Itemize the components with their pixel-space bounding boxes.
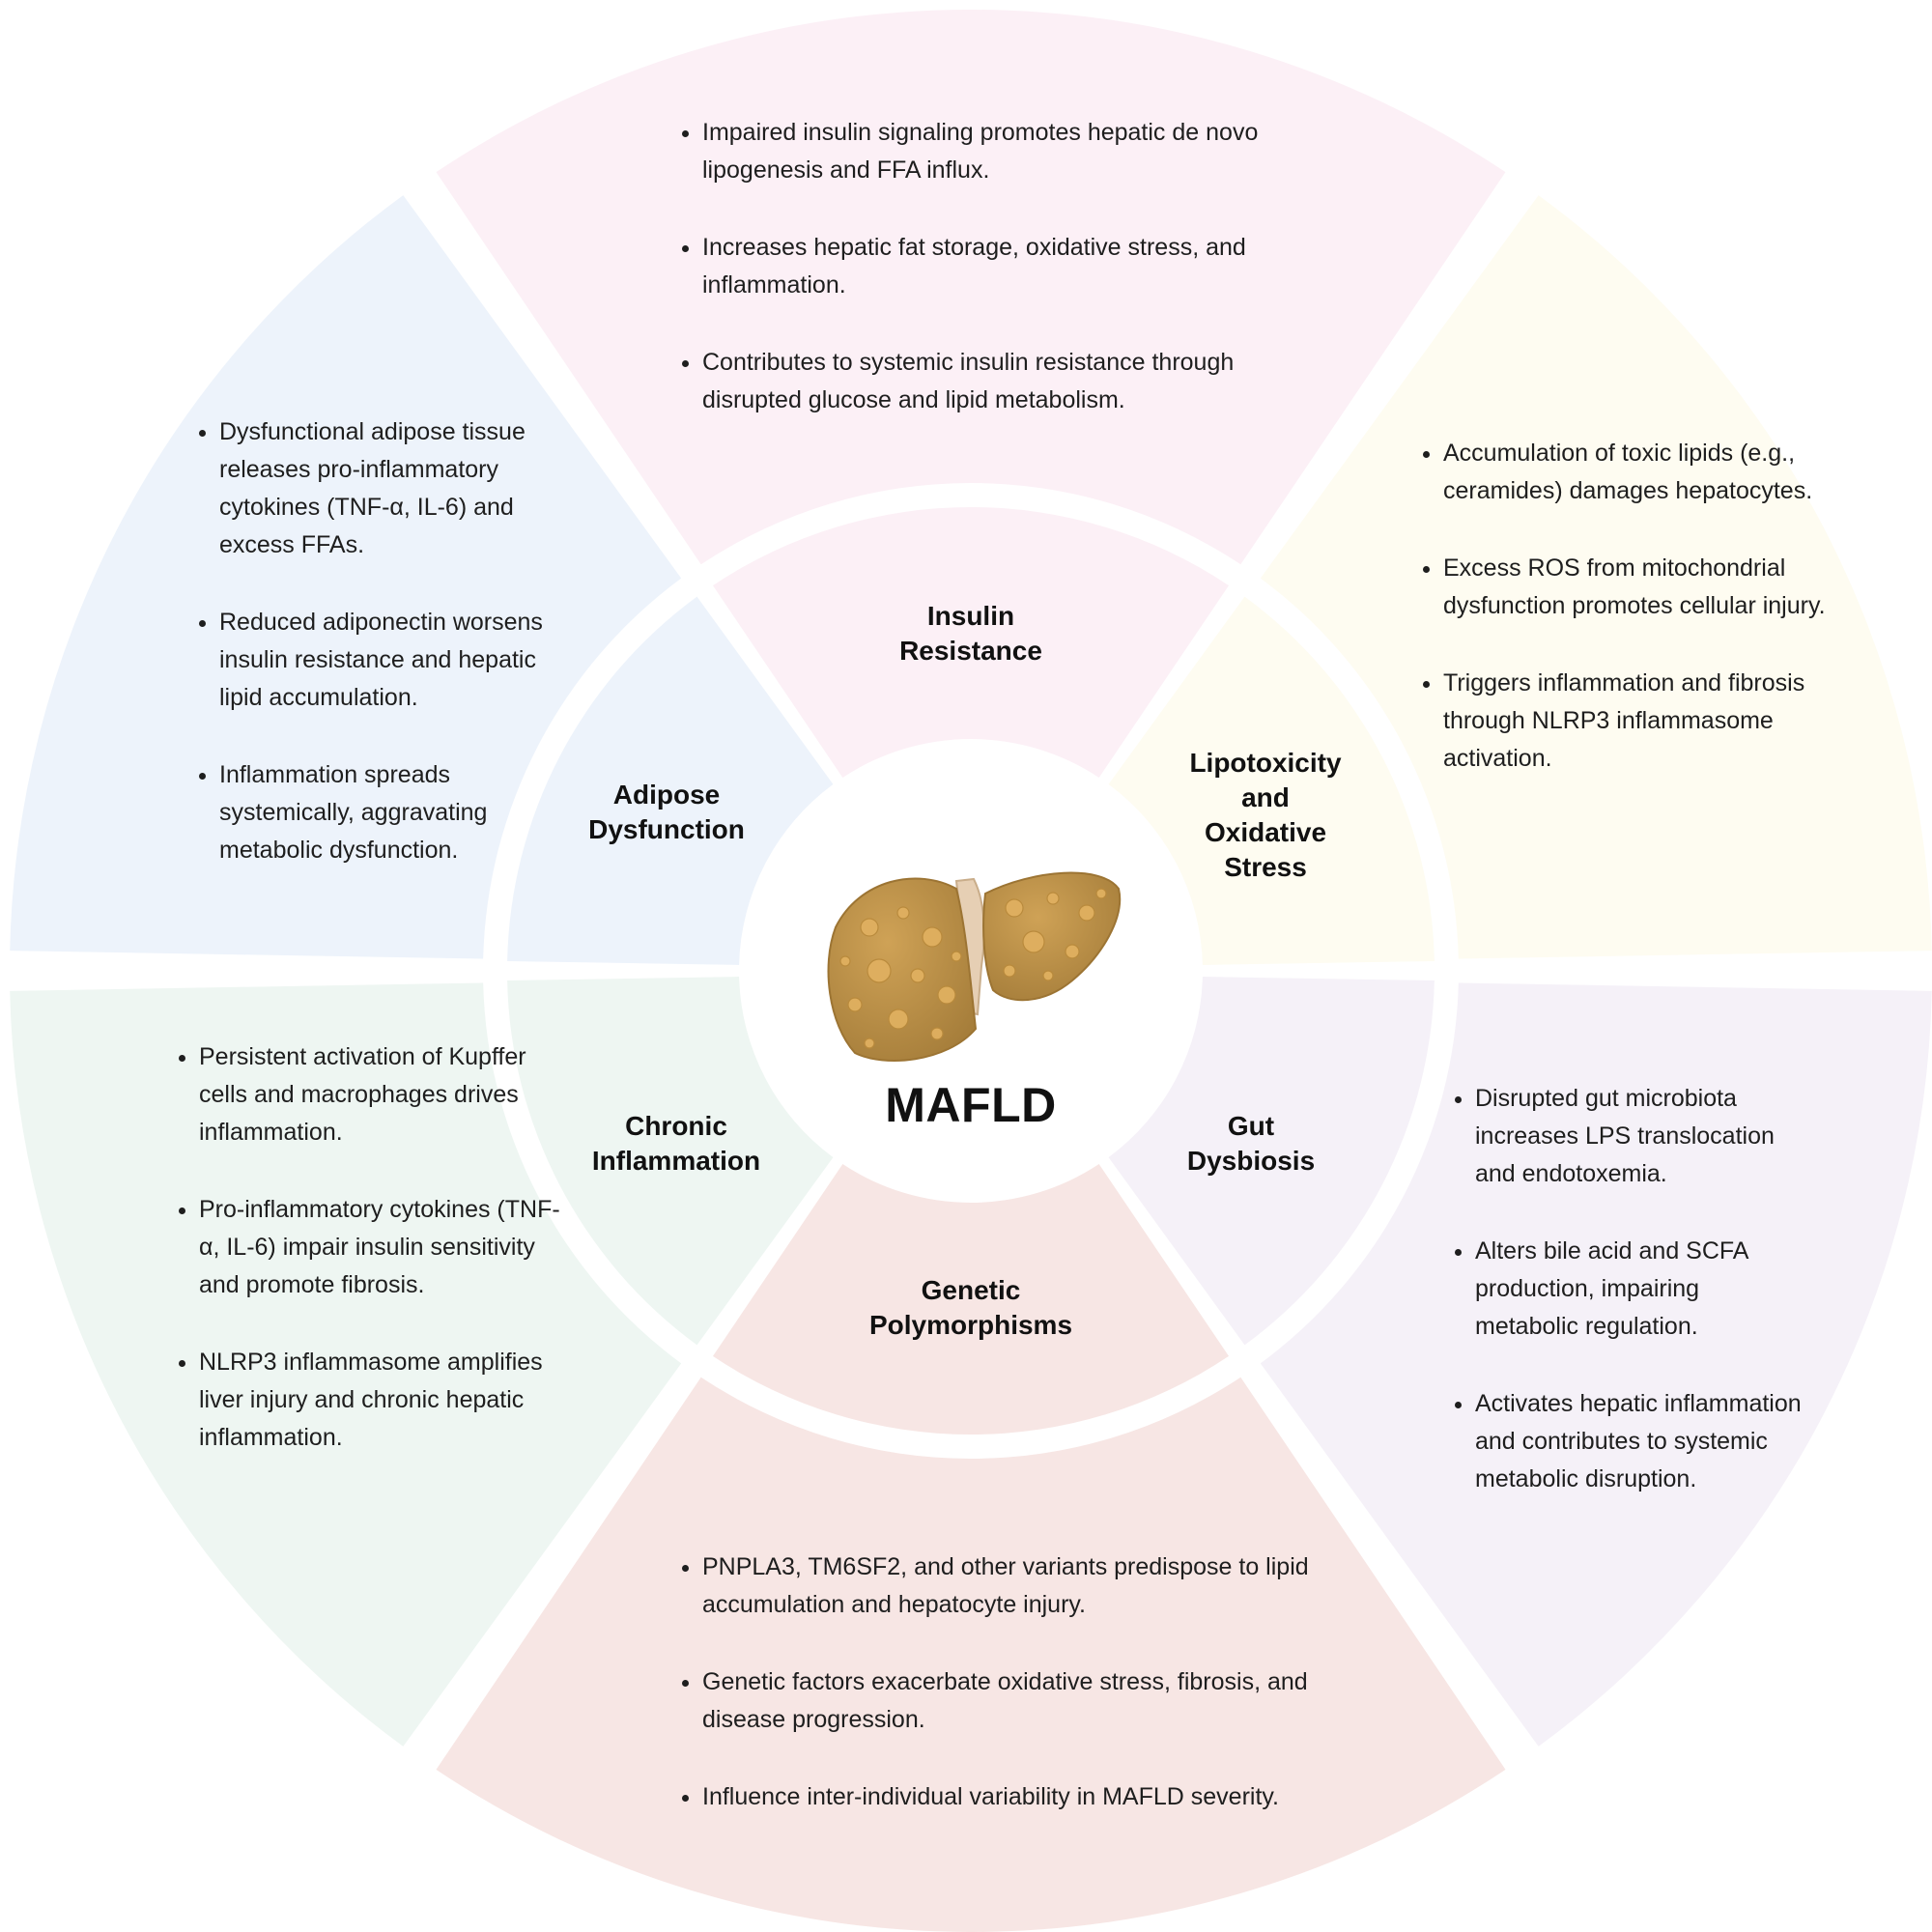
insulin-outer-segment bbox=[436, 9, 1506, 565]
adipose-outer-segment bbox=[10, 195, 682, 959]
lipotoxicity-inner-segment bbox=[1108, 596, 1435, 965]
bullet-item: Pro-inflammatory cytokines (TNF-α, IL-6)… bbox=[199, 1191, 576, 1304]
bullet-item: Increases hepatic fat storage, oxidative… bbox=[702, 229, 1321, 304]
bullet-item: Triggers inflammation and fibrosis throu… bbox=[1443, 665, 1849, 778]
chronic-inflammation-label: Chronic Inflammation bbox=[591, 1111, 761, 1176]
chronic-outer-segment bbox=[10, 982, 682, 1747]
bullet-item: Inflammation spreads systemically, aggra… bbox=[219, 756, 557, 869]
chronic-inner-segment bbox=[507, 977, 834, 1346]
gut-inner-segment bbox=[1108, 977, 1435, 1346]
bullet-item: Activates hepatic inflammation and contr… bbox=[1475, 1385, 1804, 1498]
genetic-polymorphisms-label: Genetic Polymorphisms bbox=[868, 1275, 1073, 1340]
bullet-item: Influence inter-individual variability i… bbox=[702, 1778, 1335, 1816]
bullet-item: PNPLA3, TM6SF2, and other variants predi… bbox=[702, 1548, 1335, 1624]
gut-dysbiosis-bullets: Disrupted gut microbiota increases LPS t… bbox=[1444, 1080, 1804, 1498]
gut-outer-segment bbox=[1260, 982, 1932, 1747]
gut-dysbiosis-label: Gut Dysbiosis bbox=[1186, 1111, 1316, 1176]
center-title: MAFLD bbox=[885, 1078, 1057, 1132]
genetic-polymorphisms-bullets: PNPLA3, TM6SF2, and other variants predi… bbox=[671, 1548, 1335, 1816]
insulin-resistance-bullets: Impaired insulin signaling promotes hepa… bbox=[671, 114, 1321, 419]
bullet-item: Persistent activation of Kupffer cells a… bbox=[199, 1038, 576, 1151]
bullet-item: Accumulation of toxic lipids (e.g., cera… bbox=[1443, 435, 1849, 510]
bullet-item: Impaired insulin signaling promotes hepa… bbox=[702, 114, 1321, 189]
bullet-item: Dysfunctional adipose tissue releases pr… bbox=[219, 413, 557, 564]
outer-ring bbox=[10, 9, 1932, 1932]
adipose-dysfunction-bullets: Dysfunctional adipose tissue releases pr… bbox=[188, 413, 557, 869]
lipotoxicity-bullets: Accumulation of toxic lipids (e.g., cera… bbox=[1412, 435, 1849, 778]
chronic-inflammation-bullets: Persistent activation of Kupffer cells a… bbox=[168, 1038, 576, 1457]
adipose-inner-segment bbox=[507, 596, 834, 965]
lipotoxicity-outer-segment bbox=[1260, 195, 1932, 959]
genetic-outer-segment bbox=[436, 1377, 1506, 1932]
lipotoxicity-label: Lipotoxicity and Oxidative Stress bbox=[1189, 748, 1342, 882]
bullet-item: Excess ROS from mitochondrial dysfunctio… bbox=[1443, 550, 1849, 625]
bullet-item: Alters bile acid and SCFA production, im… bbox=[1475, 1233, 1804, 1346]
inner-ring bbox=[507, 506, 1435, 1435]
bullet-item: Contributes to systemic insulin resistan… bbox=[702, 344, 1321, 419]
insulin-resistance-label: Insulin Resistance bbox=[899, 601, 1042, 666]
adipose-dysfunction-label: Adipose Dysfunction bbox=[588, 780, 745, 844]
genetic-inner-segment bbox=[712, 1163, 1230, 1435]
bullet-item: Disrupted gut microbiota increases LPS t… bbox=[1475, 1080, 1804, 1193]
liver-illustration bbox=[811, 860, 1130, 1072]
insulin-inner-segment bbox=[712, 506, 1230, 779]
bullet-item: Reduced adiponectin worsens insulin resi… bbox=[219, 604, 557, 717]
bullet-item: NLRP3 inflammasome amplifies liver injur… bbox=[199, 1344, 576, 1457]
bullet-item: Genetic factors exacerbate oxidative str… bbox=[702, 1663, 1335, 1739]
